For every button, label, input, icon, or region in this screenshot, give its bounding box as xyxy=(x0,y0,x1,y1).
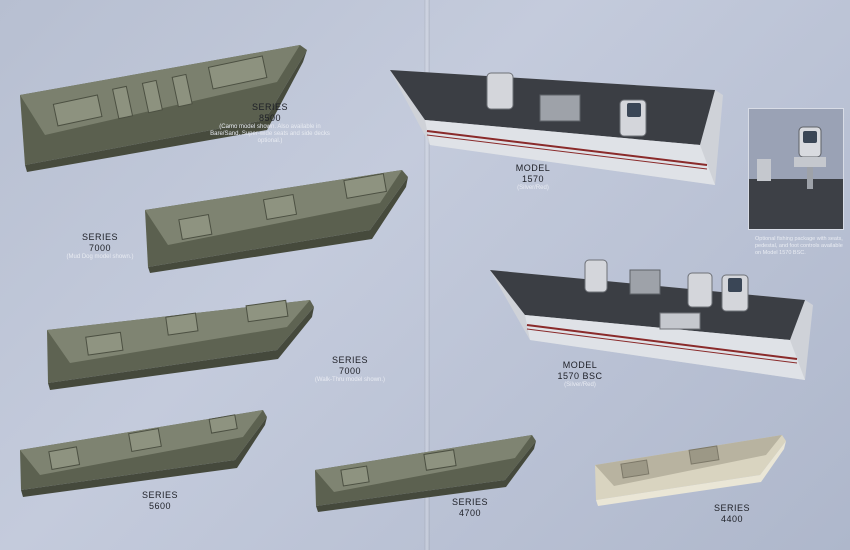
boat-model-1570-bsc-image xyxy=(490,259,813,380)
boat-series-7000-walk-thru-image xyxy=(47,299,314,390)
label-series-8500: SERIES 8500 (Camo model shown. Also avai… xyxy=(210,102,330,144)
boat-series-8500-image xyxy=(20,45,307,172)
label-model-1570-bsc: MODEL 1570 BSC (Silver/Red) xyxy=(557,360,603,388)
boat-series-5600-image xyxy=(20,410,267,497)
inset-seat-image xyxy=(749,126,843,229)
inset-photo-seat-detail xyxy=(748,108,844,230)
boat-model-1570-image xyxy=(390,70,723,185)
boat-series-4400-image xyxy=(595,435,786,506)
label-model-1570: MODEL 1570 (Silver/Red) xyxy=(515,163,551,191)
label-series-7000-second: SERIES 7000 (Walk-Thru model shown.) xyxy=(314,355,386,383)
label-series-7000-first: SERIES 7000 (Mud Dog model shown.) xyxy=(66,232,134,260)
inset-caption: Optional fishing package with seats, ped… xyxy=(755,236,843,256)
boat-series-7000-mud-dog-image xyxy=(145,170,408,273)
label-series-5600: SERIES 5600 xyxy=(141,490,178,511)
boat-series-4700-image xyxy=(315,435,536,512)
label-series-4400: SERIES 4400 xyxy=(713,503,750,524)
label-series-4700: SERIES 4700 xyxy=(451,497,488,518)
page-fold xyxy=(424,0,430,550)
